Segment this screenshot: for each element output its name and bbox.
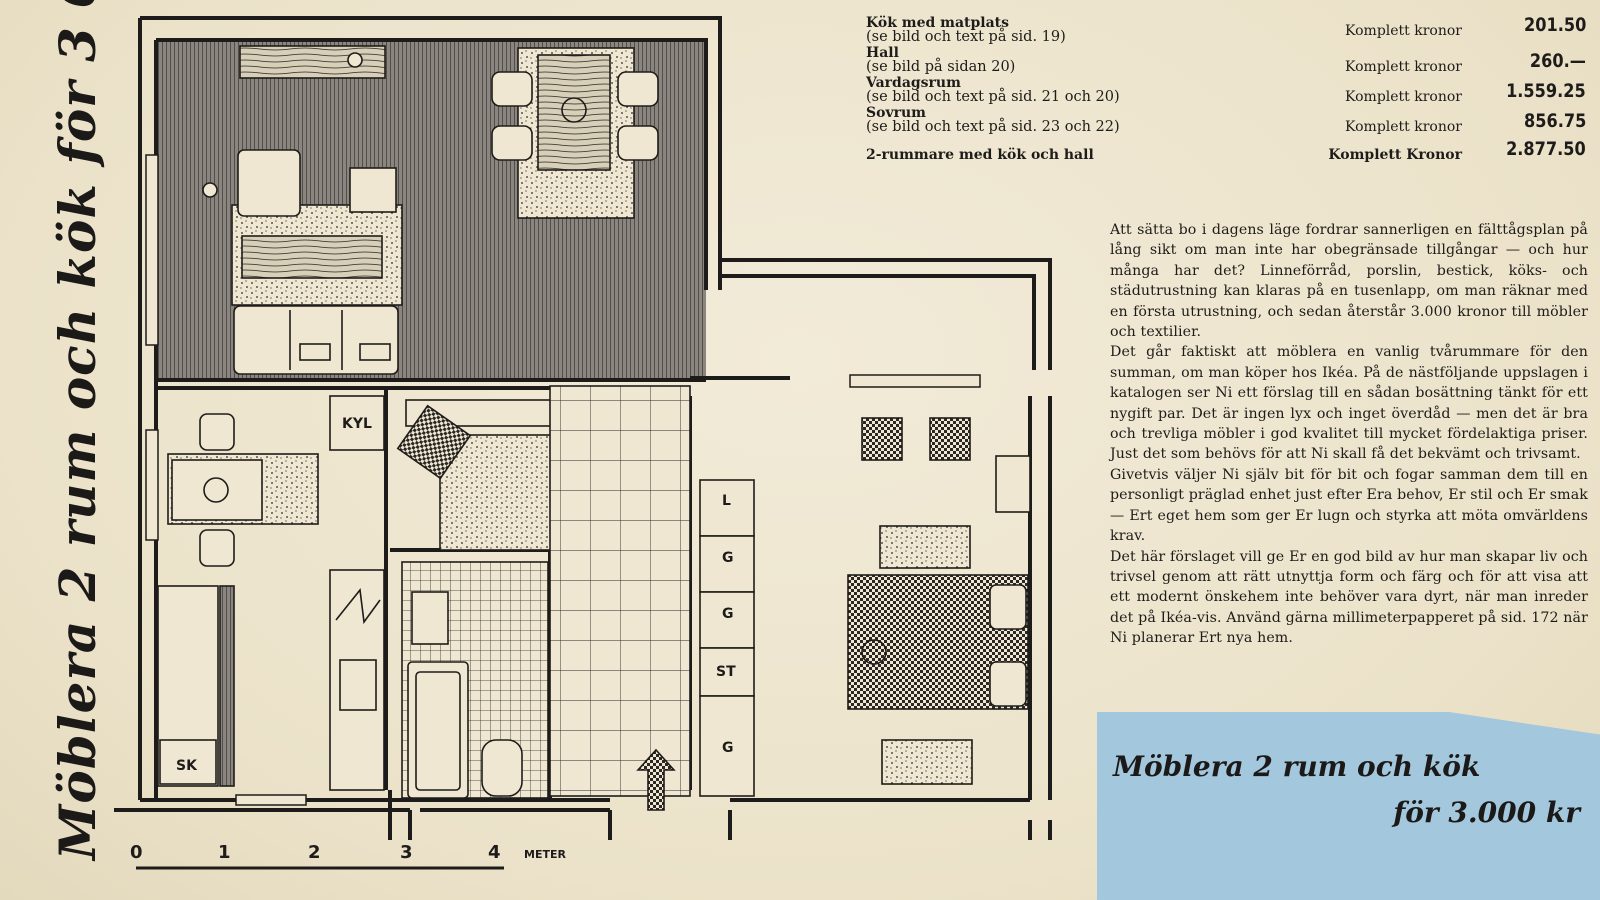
- price-label: Komplett Kronor: [1328, 147, 1462, 163]
- hall: [396, 385, 755, 811]
- room-kitchen: Kök med matplats (se bild och text på si…: [866, 16, 1066, 44]
- price-label: Komplett kronor: [1345, 59, 1462, 75]
- room-ref: (se bild på sidan 20): [866, 59, 1016, 75]
- room-name: Hall: [866, 45, 899, 61]
- banner: Möblera 2 rum och kök för 3.000 kr: [1097, 712, 1600, 900]
- banner-line-1: Möblera 2 rum och kök: [1113, 750, 1481, 783]
- bedroom: [847, 417, 1031, 785]
- room-ref: (se bild och text på sid. 19): [866, 29, 1066, 45]
- price-row-bedroom: Komplett kronor 856.75: [866, 112, 1592, 150]
- fridge-label: KYL: [342, 416, 372, 432]
- scale-tick-0: 0: [130, 842, 143, 863]
- scale-tick-4: 4: [488, 842, 501, 863]
- room-name: Sovrum: [866, 105, 926, 121]
- room-name: Kök med matplats: [866, 15, 1010, 31]
- floor-plan: KYL SK L G G ST G: [114, 16, 1052, 870]
- price-row-kitchen: Komplett kronor 201.50: [866, 16, 1592, 54]
- scale-unit: METER: [524, 848, 566, 861]
- scale-bar: 0 1 2 3 4 METER: [130, 842, 566, 870]
- room-bedroom: Sovrum (se bild och text på sid. 23 och …: [866, 106, 1120, 134]
- total-name: 2-rummare med kök och hall: [866, 147, 1094, 163]
- closet-g2-label: G: [722, 606, 734, 622]
- room-living: Vardagsrum (se bild och text på sid. 21 …: [866, 76, 1120, 104]
- price-row-total: Komplett Kronor 2.877.50: [866, 140, 1592, 178]
- closet-st-label: ST: [716, 664, 736, 680]
- price-value: 856.75: [1523, 110, 1586, 132]
- price-label: Komplett kronor: [1345, 119, 1462, 135]
- scale-tick-2: 2: [308, 842, 321, 863]
- body-paragraph: Att sätta bo i dagens läge fordrar sanne…: [1110, 222, 1588, 341]
- windows: [145, 154, 981, 806]
- price-value: 2.877.50: [1506, 138, 1586, 160]
- room-ref: (se bild och text på sid. 21 och 20): [866, 89, 1120, 105]
- body-paragraph: Det här förslaget vill ge Er en god bild…: [1110, 548, 1588, 647]
- room-total: 2-rummare med kök och hall: [866, 148, 1094, 162]
- body-paragraph: Det går faktiskt att möblera en vanlig t…: [1110, 344, 1588, 463]
- scale-tick-1: 1: [218, 842, 231, 863]
- side-title: Möblera 2 rum och kök för 3 000 kr.: [48, 0, 107, 860]
- closet-l-label: L: [722, 493, 731, 509]
- room-name: Vardagsrum: [866, 75, 961, 91]
- living-furniture: [202, 45, 659, 375]
- price-value: 1.559.25: [1506, 80, 1586, 102]
- price-label: Komplett kronor: [1345, 89, 1462, 105]
- price-value: 201.50: [1523, 14, 1586, 36]
- price-row-hall: Komplett kronor 260.—: [866, 52, 1592, 90]
- price-label: Komplett kronor: [1345, 23, 1462, 39]
- kitchen: [157, 395, 385, 791]
- scale-tick-3: 3: [400, 842, 413, 863]
- closet-g1-label: G: [722, 550, 734, 566]
- price-row-living: Komplett kronor 1.559.25: [866, 82, 1592, 120]
- room-hall: Hall (se bild på sidan 20): [866, 46, 1015, 74]
- room-ref: (se bild och text på sid. 23 och 22): [866, 119, 1120, 135]
- cupboard-label: SK: [176, 758, 198, 774]
- banner-line-2: för 3.000 kr: [1393, 796, 1580, 829]
- price-value: 260.—: [1529, 50, 1586, 72]
- body-paragraph: Givetvis väljer Ni själv bit för bit och…: [1110, 466, 1588, 545]
- bathroom: [401, 561, 549, 799]
- closet-g3-label: G: [722, 740, 734, 756]
- body-text: Att sätta bo i dagens läge fordrar sanne…: [1110, 220, 1588, 649]
